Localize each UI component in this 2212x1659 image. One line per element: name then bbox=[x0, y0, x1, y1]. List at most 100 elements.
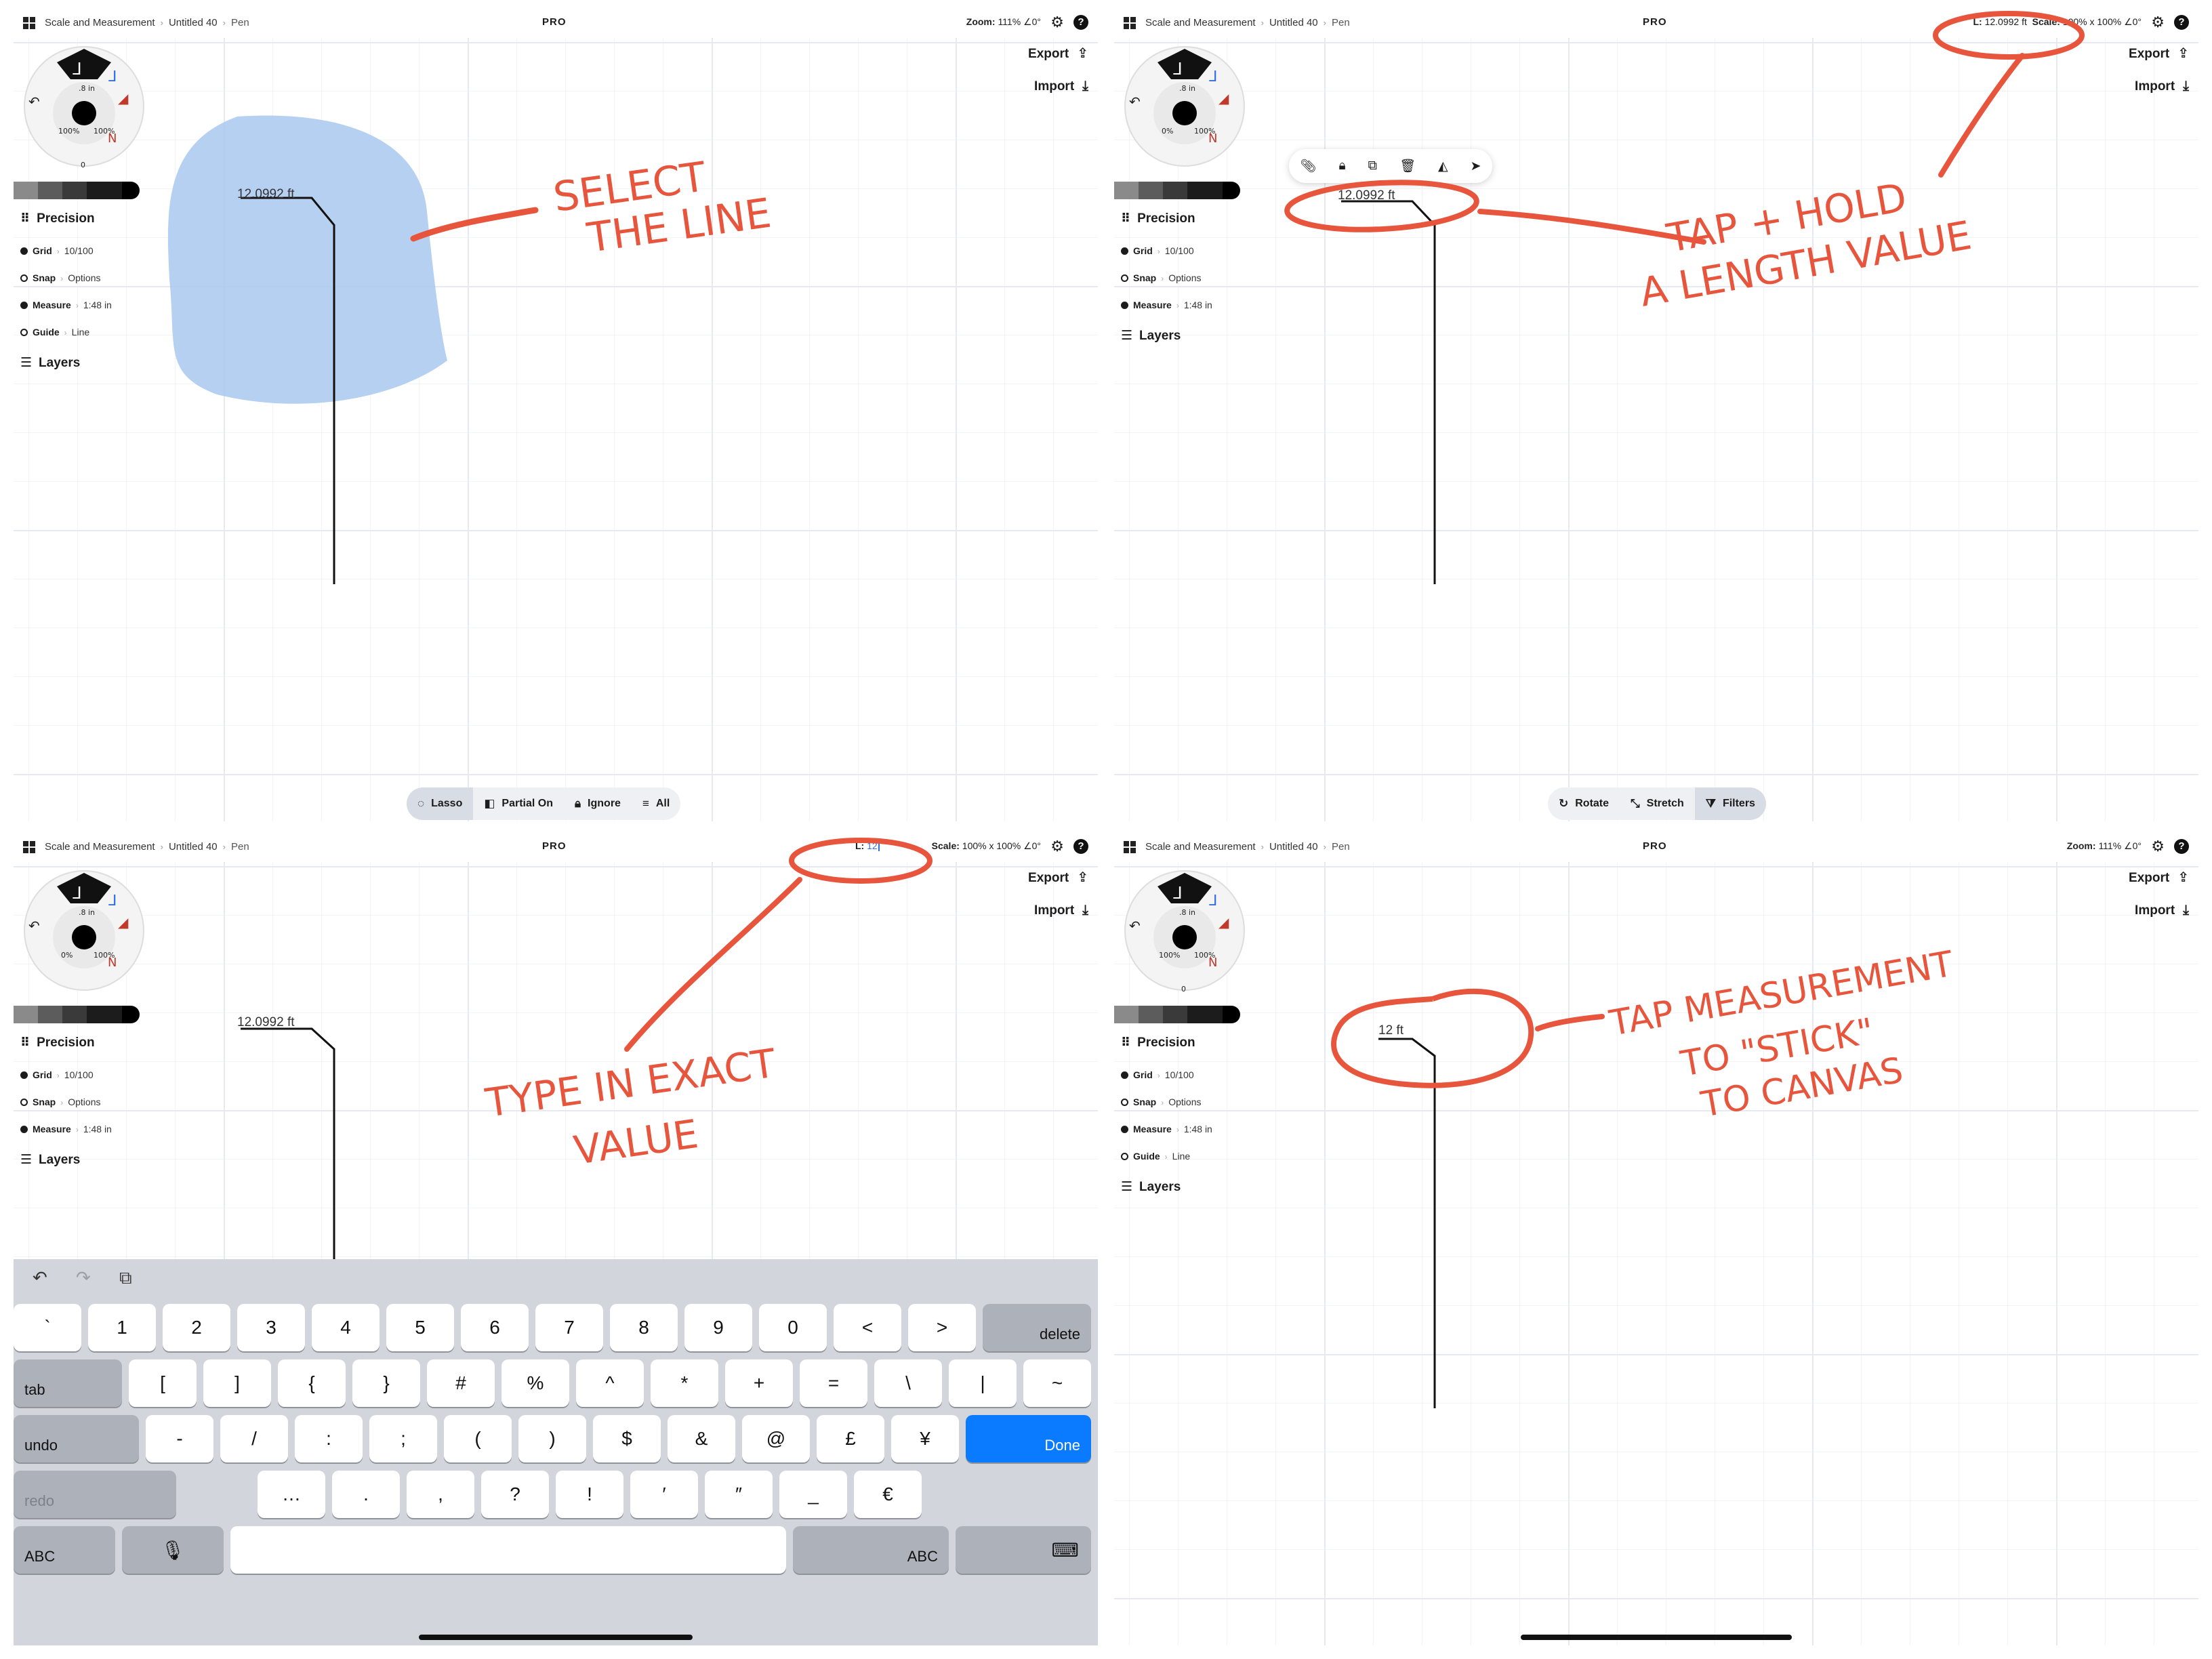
import-button[interactable]: Import⤓ bbox=[1034, 903, 1088, 918]
swatch[interactable] bbox=[62, 182, 87, 199]
partial-on-button[interactable]: ◧Partial On bbox=[473, 787, 564, 820]
key[interactable]: % bbox=[501, 1359, 569, 1407]
key[interactable]: $ bbox=[593, 1415, 661, 1462]
export-button[interactable]: Export⇪ bbox=[1028, 869, 1088, 886]
precision-header[interactable]: ⠿Precision bbox=[1121, 1036, 1195, 1050]
import-button[interactable]: Import⤓ bbox=[2135, 79, 2189, 94]
app-grid-icon[interactable] bbox=[23, 841, 35, 853]
precision-snap-row[interactable]: Snap›Options bbox=[20, 1097, 100, 1108]
precision-measure-row[interactable]: Measure›1:48 in bbox=[1121, 300, 1212, 311]
swatch[interactable] bbox=[1114, 1006, 1139, 1023]
pro-badge[interactable]: PRO bbox=[542, 16, 567, 28]
layers-button[interactable]: ☰Layers bbox=[1121, 1179, 1181, 1195]
key[interactable]: \ bbox=[874, 1359, 942, 1407]
layers-button[interactable]: ☰Layers bbox=[20, 355, 80, 371]
abc-key-left[interactable]: ABC bbox=[14, 1526, 115, 1574]
help-icon[interactable]: ? bbox=[1073, 15, 1088, 30]
all-button[interactable]: ≡All bbox=[632, 787, 680, 820]
precision-header[interactable]: ⠿Precision bbox=[1121, 211, 1195, 226]
swatch[interactable] bbox=[38, 182, 62, 199]
tab-key[interactable]: tab bbox=[14, 1359, 122, 1407]
pro-badge[interactable]: PRO bbox=[542, 840, 567, 852]
key[interactable]: ! bbox=[556, 1471, 623, 1518]
precision-measure-row[interactable]: Measure›1:48 in bbox=[20, 300, 112, 311]
palette-handle[interactable] bbox=[1223, 1006, 1240, 1023]
key[interactable]: / bbox=[220, 1415, 288, 1462]
crumb-tool[interactable]: Pen bbox=[231, 17, 249, 28]
help-icon[interactable]: ? bbox=[2174, 15, 2189, 30]
key[interactable]: } bbox=[352, 1359, 420, 1407]
duplicate-icon[interactable]: ⧉ bbox=[1368, 159, 1378, 173]
key[interactable]: . bbox=[332, 1471, 400, 1518]
undo-arrow-icon[interactable]: ↶ bbox=[33, 1267, 47, 1288]
swatch[interactable] bbox=[1163, 182, 1187, 199]
precision-measure-row[interactable]: Measure›1:48 in bbox=[20, 1124, 112, 1135]
key[interactable]: 1 bbox=[88, 1304, 156, 1351]
home-indicator[interactable] bbox=[1521, 1635, 1792, 1640]
precision-guide-row[interactable]: Guide›Line bbox=[20, 327, 89, 338]
key[interactable]: ^ bbox=[576, 1359, 644, 1407]
key[interactable]: ′ bbox=[630, 1471, 698, 1518]
drawn-line[interactable] bbox=[241, 197, 335, 584]
key[interactable]: £ bbox=[817, 1415, 884, 1462]
scale-value[interactable]: 100% x 100% ∠0° bbox=[962, 840, 1041, 851]
pro-badge[interactable]: PRO bbox=[1643, 840, 1667, 852]
key[interactable]: 4 bbox=[312, 1304, 380, 1351]
app-grid-icon[interactable] bbox=[1124, 841, 1136, 853]
palette-handle[interactable] bbox=[122, 182, 140, 199]
flip-icon[interactable]: ◭ bbox=[1438, 159, 1448, 173]
crumb-gallery[interactable]: Scale and Measurement bbox=[45, 17, 155, 28]
done-key[interactable]: Done bbox=[966, 1415, 1091, 1462]
help-icon[interactable]: ? bbox=[2174, 839, 2189, 854]
home-indicator[interactable] bbox=[419, 1635, 693, 1640]
precision-grid-row[interactable]: Grid›10/100 bbox=[1121, 1069, 1194, 1081]
gear-icon[interactable]: ⚙ bbox=[1050, 14, 1064, 30]
key[interactable]: > bbox=[908, 1304, 976, 1351]
gear-icon[interactable]: ⚙ bbox=[2151, 838, 2165, 855]
app-grid-icon[interactable] bbox=[23, 17, 35, 29]
color-palette[interactable] bbox=[1114, 1006, 1240, 1023]
key[interactable]: ¥ bbox=[891, 1415, 959, 1462]
drawn-line[interactable] bbox=[241, 1027, 335, 1266]
trash-icon[interactable]: 🗑︎ bbox=[1399, 159, 1416, 173]
precision-header[interactable]: ⠿Precision bbox=[20, 211, 95, 226]
key[interactable]: 0 bbox=[759, 1304, 827, 1351]
swatch[interactable] bbox=[14, 1006, 38, 1023]
key[interactable]: ) bbox=[518, 1415, 586, 1462]
stretch-button[interactable]: ⤡Stretch bbox=[1620, 787, 1695, 820]
measurement-label[interactable]: 12.0992 ft bbox=[237, 187, 295, 201]
crumb-document[interactable]: Untitled 40 bbox=[168, 841, 218, 853]
key[interactable]: { bbox=[278, 1359, 346, 1407]
key[interactable]: 8 bbox=[610, 1304, 678, 1351]
crumb-tool[interactable]: Pen bbox=[1332, 17, 1350, 28]
crumb-gallery[interactable]: Scale and Measurement bbox=[1145, 17, 1256, 28]
key[interactable]: 3 bbox=[237, 1304, 305, 1351]
drawn-line[interactable] bbox=[1378, 1038, 1436, 1408]
precision-guide-row[interactable]: Guide›Line bbox=[1121, 1151, 1190, 1162]
mic-icon[interactable]: 🎙︎ bbox=[122, 1526, 224, 1574]
help-icon[interactable]: ? bbox=[1073, 839, 1088, 854]
key[interactable]: 5 bbox=[386, 1304, 454, 1351]
send-icon[interactable]: ➤ bbox=[1470, 159, 1481, 173]
swatch[interactable] bbox=[62, 1006, 87, 1023]
key[interactable]: & bbox=[668, 1415, 735, 1462]
key[interactable]: , bbox=[407, 1471, 474, 1518]
precision-snap-row[interactable]: Snap›Options bbox=[1121, 272, 1201, 284]
key[interactable]: ″ bbox=[705, 1471, 773, 1518]
crumb-document[interactable]: Untitled 40 bbox=[168, 17, 218, 28]
key[interactable]: ? bbox=[481, 1471, 549, 1518]
key[interactable]: ( bbox=[444, 1415, 512, 1462]
key[interactable]: _ bbox=[779, 1471, 847, 1518]
layers-button[interactable]: ☰Layers bbox=[1121, 328, 1181, 344]
precision-snap-row[interactable]: Snap›Options bbox=[20, 272, 100, 284]
paste-icon[interactable]: ⧉ bbox=[119, 1267, 132, 1288]
swatch[interactable] bbox=[1187, 1006, 1223, 1023]
key[interactable]: = bbox=[800, 1359, 867, 1407]
key[interactable]: ` bbox=[14, 1304, 81, 1351]
undo-key[interactable]: undo bbox=[14, 1415, 139, 1462]
precision-grid-row[interactable]: Grid›10/100 bbox=[1121, 245, 1194, 257]
key[interactable]: ~ bbox=[1023, 1359, 1091, 1407]
keyboard-icon[interactable]: ⌨ bbox=[956, 1526, 1091, 1574]
precision-header[interactable]: ⠿Precision bbox=[20, 1036, 95, 1050]
tool-wheel[interactable]: ᒧ ᒧ ◢ ↶ .8 in 100% 100% N 0 bbox=[16, 42, 145, 171]
